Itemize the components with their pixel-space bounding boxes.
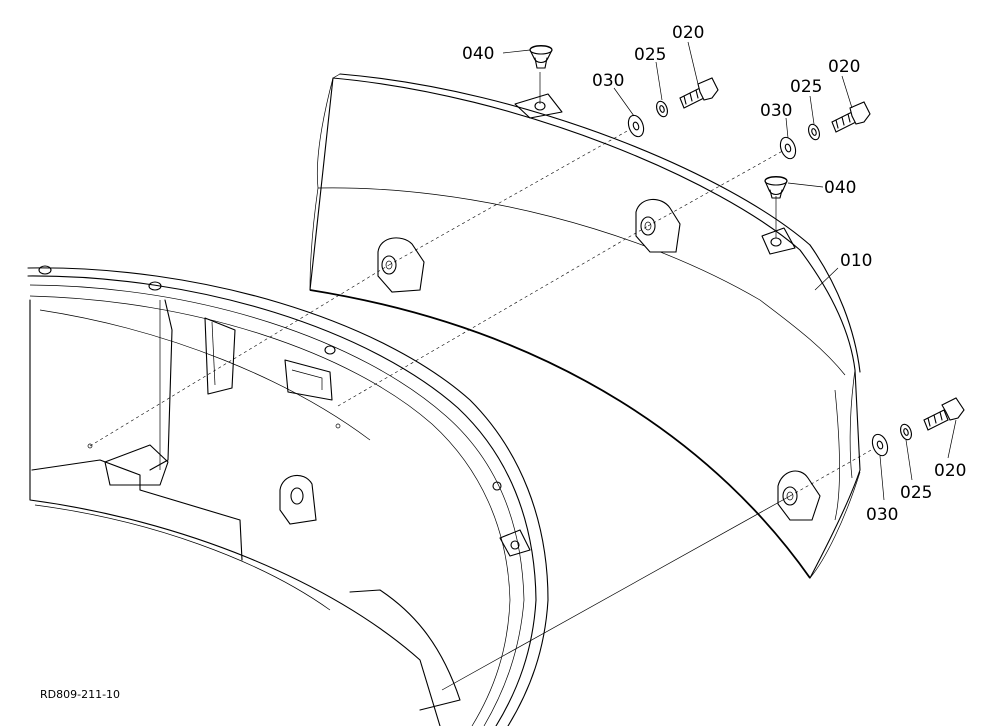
label-030-right: 030 xyxy=(760,101,792,121)
label-030-top: 030 xyxy=(592,71,624,91)
bolt-020-lower xyxy=(923,397,965,431)
lockwasher-025-lower xyxy=(900,423,912,441)
label-025-right: 025 xyxy=(790,77,822,97)
label-025-lower: 025 xyxy=(900,483,932,503)
washer-030-lower xyxy=(871,433,889,457)
fender-boss-center xyxy=(635,198,681,253)
washer-030-right xyxy=(779,136,797,160)
label-020-top: 020 xyxy=(672,23,704,43)
base-fender-body xyxy=(27,265,549,726)
label-040-top: 040 xyxy=(462,44,494,64)
cap-040-top xyxy=(529,44,553,69)
label-010: 010 xyxy=(840,251,872,271)
label-040-right: 040 xyxy=(824,178,856,198)
cap-040-right xyxy=(764,175,788,199)
label-025-top: 025 xyxy=(634,45,666,65)
fender-boss-lower xyxy=(777,470,821,521)
leader-lines xyxy=(502,41,957,501)
bolt-020-right xyxy=(831,101,871,133)
label-020-right: 020 xyxy=(828,57,860,77)
alignment-lines xyxy=(89,72,881,691)
lockwasher-025-top xyxy=(656,100,668,118)
label-020-lower: 020 xyxy=(934,461,966,481)
fender-boss-left xyxy=(377,237,425,293)
label-030-lower: 030 xyxy=(866,505,898,525)
part-labels: 040 030 025 020 030 025 020 040 010 030 … xyxy=(462,23,966,525)
bolt-020-top xyxy=(679,77,719,109)
washer-030-top xyxy=(627,114,645,138)
drawing-reference-code: RD809-211-10 xyxy=(40,688,120,701)
lockwasher-025-right xyxy=(808,123,820,141)
fender-panel xyxy=(309,73,861,579)
